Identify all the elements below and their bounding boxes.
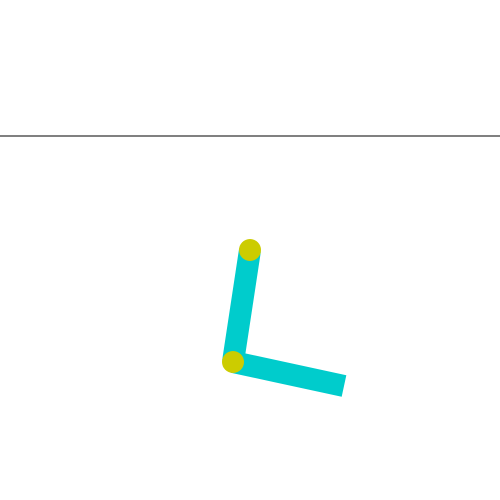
lower-link	[230, 351, 347, 397]
elbow-joint	[222, 351, 244, 373]
pivot-joint	[239, 239, 261, 261]
upper-link	[222, 248, 261, 364]
